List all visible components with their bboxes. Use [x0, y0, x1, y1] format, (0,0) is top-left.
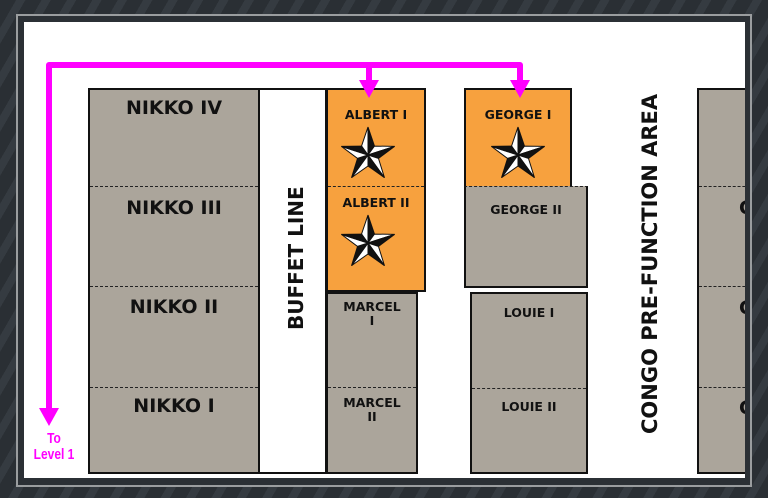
route-arrowheads	[39, 80, 530, 426]
room-right-partial: C C C	[697, 88, 745, 474]
room-george-i[interactable]: GEORGE I	[484, 107, 552, 122]
room-louie-i[interactable]: LOUIE I	[503, 305, 555, 320]
room-marcel-ii[interactable]: MARCEL II	[343, 395, 401, 425]
room-louie-ii[interactable]: LOUIE II	[501, 399, 557, 414]
route-overlay	[39, 62, 545, 426]
room-partial-label: C	[739, 397, 745, 420]
room-nikko-iv[interactable]: NIKKO IV	[125, 97, 223, 119]
room-nikko-i[interactable]: NIKKO I	[133, 395, 215, 417]
room-nikko: NIKKO IV NIKKO III NIKKO II NIKKO I	[88, 88, 260, 474]
room-george-ii-box: GEORGE II	[464, 186, 588, 288]
nautical-star-icon	[491, 126, 545, 179]
room-albert-i[interactable]: ALBERT I	[344, 107, 408, 122]
room-marcel: MARCEL I MARCEL II	[326, 292, 418, 474]
room-nikko-iii[interactable]: NIKKO III	[126, 197, 222, 219]
arrow-down-icon	[39, 408, 59, 426]
arrow-down-icon	[359, 80, 379, 98]
room-partial-label: C	[739, 197, 745, 220]
room-george-ii[interactable]: GEORGE II	[490, 202, 562, 217]
route-path	[46, 62, 523, 414]
nautical-star-icon	[341, 126, 395, 179]
room-nikko-ii[interactable]: NIKKO II	[129, 296, 219, 318]
nautical-star-icon	[341, 214, 395, 267]
room-partial-label: C	[739, 297, 745, 320]
floor-plan: NIKKO IV NIKKO III NIKKO II NIKKO I BUFF…	[24, 22, 745, 478]
room-louie: LOUIE I LOUIE II	[470, 292, 588, 474]
room-albert-ii[interactable]: ALBERT II	[342, 195, 410, 210]
room-marcel-i[interactable]: MARCEL I	[343, 299, 401, 329]
arrow-down-icon	[510, 80, 530, 98]
